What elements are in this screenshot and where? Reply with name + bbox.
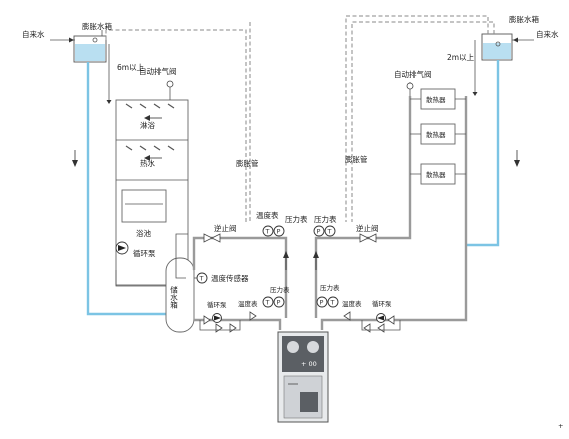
- shower-label: 淋浴: [140, 120, 155, 130]
- hot-water-taps: [125, 145, 175, 151]
- left-pressure-gauge: [273, 225, 285, 237]
- left-supply-pipe: [86, 62, 170, 316]
- svg-text:P: P: [317, 228, 321, 236]
- heat-pump-unit: + 00: [277, 331, 329, 423]
- left-pressure-gauge-label: 压力表: [285, 214, 308, 224]
- right-air-valve-label: 自动排气阀: [394, 69, 432, 79]
- right-bottom-pressure-label: 压力表: [320, 283, 340, 292]
- right-height-note: 2m以上: [447, 53, 475, 62]
- left-expansion-tank-label: 膨胀水箱: [82, 21, 112, 31]
- right-air-valve: [406, 82, 414, 90]
- right-check-valve: [359, 233, 377, 243]
- right-bottom-pressure-gauge: [316, 296, 328, 308]
- right-check-valve-label: 逆止阀: [356, 223, 379, 233]
- left-flow-arrow: [283, 251, 289, 258]
- svg-text:T: T: [199, 275, 204, 283]
- left-expansion-pipe: [105, 29, 247, 222]
- radiator-2-label: 散热器: [426, 130, 446, 139]
- right-pressure-gauge-label: 压力表: [314, 214, 337, 224]
- right-expansion-pipe-label: 膨胀管: [345, 154, 368, 164]
- temp-sensor-label: 温度传感器: [211, 273, 249, 283]
- right-tank-water: [483, 43, 511, 59]
- svg-text:T: T: [265, 228, 270, 236]
- svg-text:P: P: [320, 299, 324, 307]
- right-flow-arrow: [313, 251, 319, 258]
- right-pressure-gauge-p: [313, 225, 325, 237]
- left-check-valve-label: 逆止阀: [214, 223, 237, 233]
- left-bottom-pressure-gauge: [273, 296, 285, 308]
- radiator-1-label: 散热器: [426, 95, 446, 104]
- left-temp-gauge: [262, 225, 274, 237]
- right-tap-water-arrow: [513, 37, 518, 43]
- left-tap-water-arrow: [69, 37, 74, 43]
- left-bottom-pump-label: 循环泵: [207, 300, 227, 309]
- right-supply-arrow: [514, 160, 520, 167]
- left-supply-arrow: [72, 160, 78, 167]
- left-bottom-temp-gauge: [262, 296, 274, 308]
- storage-tank: [165, 257, 195, 333]
- svg-text:P: P: [277, 299, 281, 307]
- left-temp-gauge-label: 温度表: [256, 210, 279, 220]
- left-hot-pipe: [192, 236, 288, 318]
- svg-text:P: P: [277, 228, 281, 236]
- left-building-pump-label: 循环泵: [133, 248, 156, 258]
- storage-tank-label: 储水箱: [169, 285, 178, 310]
- radiator-3-label: 散热器: [426, 170, 446, 179]
- pool-label: 浴池: [136, 228, 151, 238]
- right-bottom-pump-label: 循环泵: [372, 299, 392, 308]
- right-expansion-pipe: [345, 15, 489, 222]
- hot-water-label: 热水: [140, 158, 155, 168]
- right-bottom-valves: [343, 311, 395, 333]
- right-tap-water-label: 自来水: [536, 29, 559, 39]
- unit-fan-panel: [282, 336, 324, 372]
- left-tank-water: [75, 44, 105, 61]
- pool: [121, 189, 167, 223]
- right-bottom-temp-label: 温度表: [342, 299, 362, 308]
- left-air-valve-label: 自动排气阀: [139, 66, 177, 76]
- unit-panel-text: + 00: [301, 360, 317, 368]
- left-height-note: 6m以上: [117, 63, 145, 72]
- svg-text:T: T: [265, 299, 270, 307]
- left-expansion-pipe-label: 膨胀管: [236, 158, 259, 168]
- left-air-valve: [166, 80, 174, 88]
- svg-text:T: T: [327, 228, 332, 236]
- right-bottom-temp-gauge: [327, 296, 339, 308]
- svg-text:T: T: [330, 299, 335, 307]
- right-expansion-tank: [481, 33, 513, 61]
- left-tap-water-label: 自来水: [22, 29, 45, 39]
- left-check-valve: [203, 233, 221, 243]
- right-expansion-tank-label: 膨胀水箱: [509, 14, 539, 24]
- shower-heads: [125, 103, 175, 109]
- left-expansion-tank: [73, 30, 107, 63]
- left-bottom-temp-label: 温度表: [238, 299, 258, 308]
- left-bottom-pressure-label: 压力表: [270, 285, 290, 294]
- left-return-pipe: [194, 318, 282, 330]
- right-supply-pipe: [466, 60, 500, 247]
- corner-mark: +: [558, 422, 563, 430]
- right-temp-gauge-t: [324, 225, 336, 237]
